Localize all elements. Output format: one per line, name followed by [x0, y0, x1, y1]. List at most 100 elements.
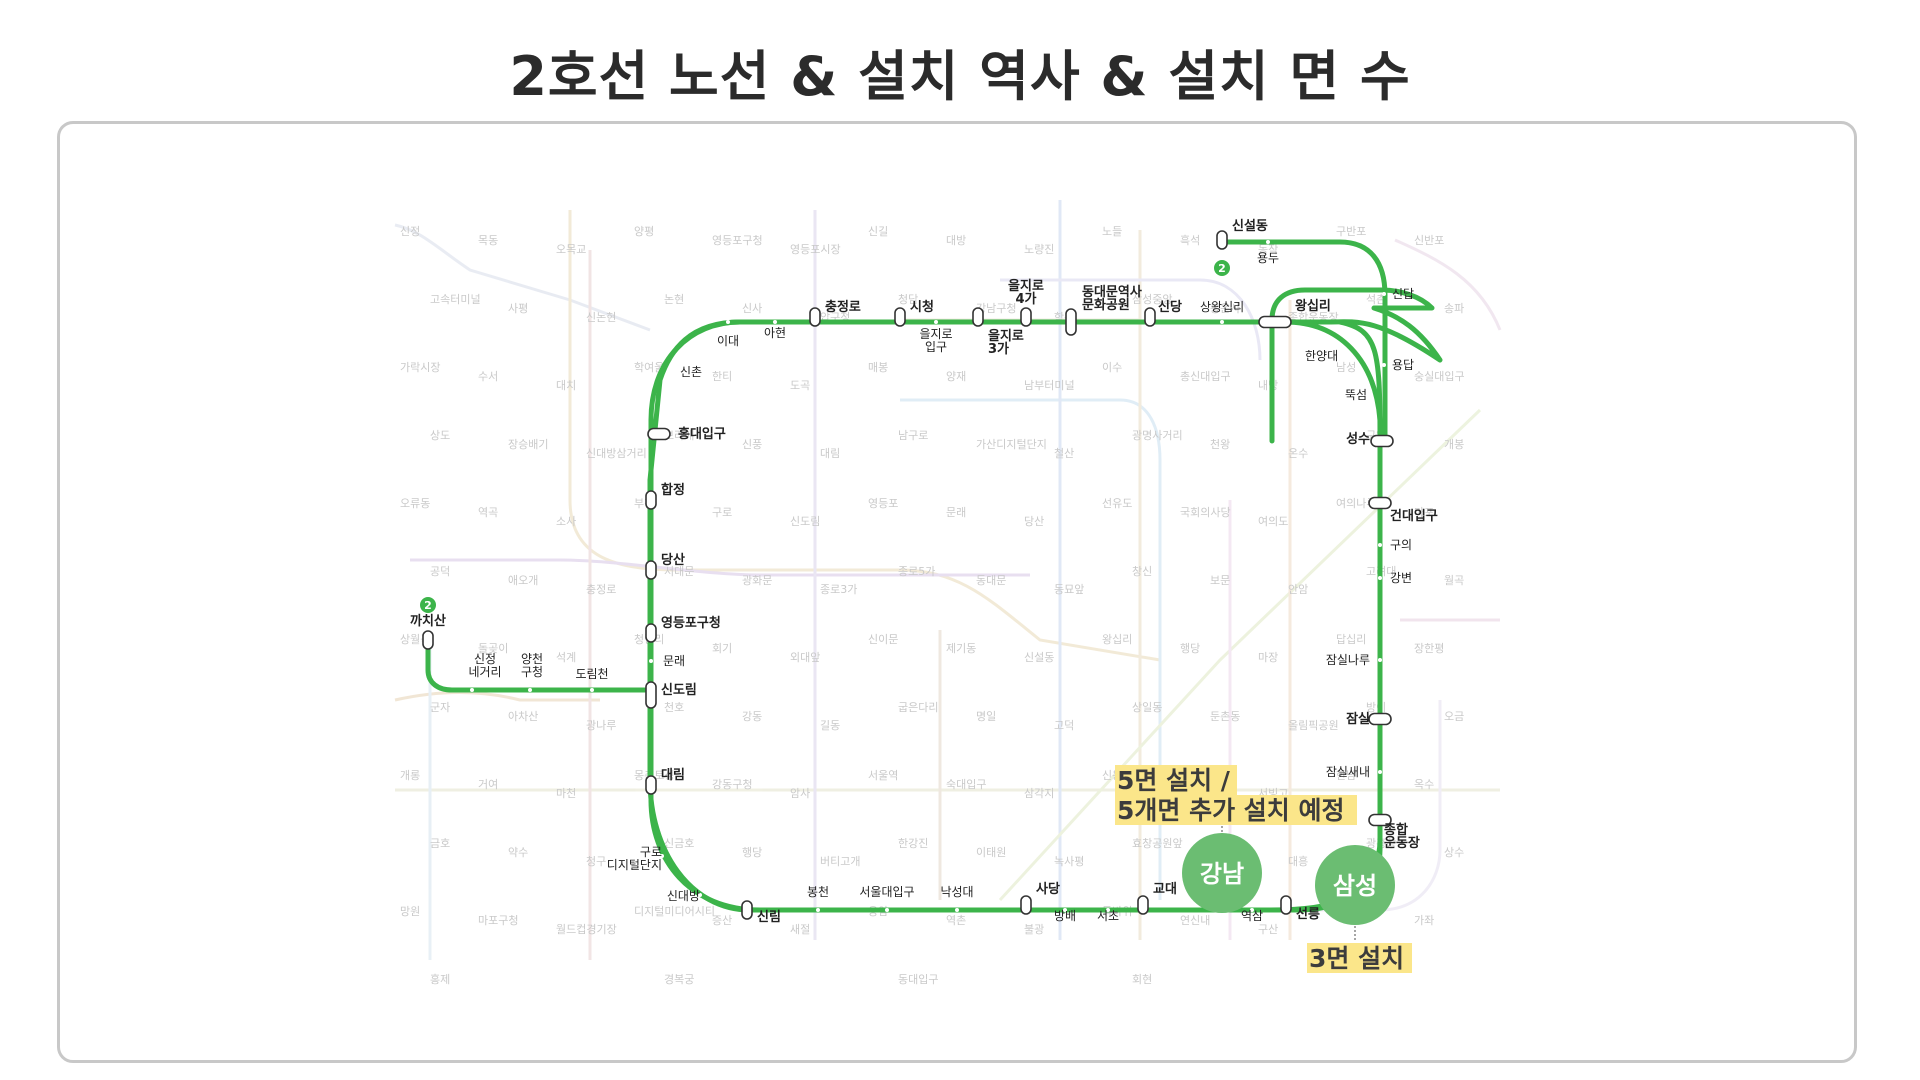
station-dot-dorimcheon[interactable]	[590, 688, 594, 692]
station-label-yongdap: 용답	[1392, 358, 1414, 372]
station-marker-ydp_office[interactable]	[645, 623, 657, 643]
bg-label: 고속터미널	[430, 293, 481, 306]
station-marker-dangsan[interactable]	[645, 560, 657, 580]
station-marker-sillim[interactable]	[741, 900, 753, 920]
station-marker-gyodae[interactable]	[1137, 895, 1149, 915]
bg-label: 오류동	[400, 497, 430, 510]
station-dot-guui[interactable]	[1378, 543, 1382, 547]
station-marker-hongdae[interactable]	[647, 427, 671, 441]
bg-label: 효창공원앞	[1132, 837, 1183, 850]
station-marker-seolleung[interactable]	[1280, 895, 1292, 915]
station-dot-hanyangdae[interactable]	[1303, 352, 1307, 356]
station-dot-gangbyeon[interactable]	[1378, 576, 1382, 580]
bg-label: 당산	[1024, 515, 1044, 528]
bg-label: 서울역	[868, 769, 898, 782]
bg-label: 개봉	[1444, 438, 1464, 451]
station-dot-sindaebang[interactable]	[698, 893, 702, 897]
bg-label: 장승배기	[508, 438, 548, 451]
station-label-line: 구로	[640, 845, 662, 859]
station-marker-sports_complex[interactable]	[1368, 813, 1392, 827]
station-label-guui: 구의	[1390, 538, 1412, 552]
bg-line-3	[410, 558, 1030, 577]
station-label-line: 을지로	[1008, 278, 1044, 294]
bg-label: 행당	[1180, 642, 1200, 655]
bg-label: 답십리	[1336, 633, 1366, 646]
station-dot-ahyeon[interactable]	[773, 320, 777, 324]
station-marker-euljiro3ga[interactable]	[972, 307, 984, 327]
station-marker-euljiro4ga[interactable]	[1020, 307, 1032, 327]
station-dot-seocho[interactable]	[1106, 908, 1110, 912]
station-marker-sindang[interactable]	[1144, 307, 1156, 327]
station-marker-sadang[interactable]	[1020, 895, 1032, 915]
station-dot-yeoksam[interactable]	[1250, 908, 1254, 912]
samseong-highlight[interactable]: 삼성	[1315, 845, 1395, 925]
station-dot-ttukseom[interactable]	[1343, 391, 1347, 395]
station-marker-cityhall[interactable]	[894, 307, 906, 327]
bg-label: 아차산	[508, 710, 538, 723]
bg-label: 몽촌토성	[634, 769, 674, 782]
gangnam-highlight[interactable]: 강남	[1182, 833, 1262, 913]
station-dot-yongdu[interactable]	[1266, 240, 1270, 244]
station-dot-euljiroipgu[interactable]	[934, 320, 938, 324]
bg-label: 남구로	[898, 429, 928, 442]
bg-label: 오금	[1444, 710, 1464, 723]
station-label-line: 선릉	[1296, 906, 1320, 922]
station-label-yongdu: 용두	[1257, 251, 1279, 265]
bg-label: 한티	[712, 370, 732, 383]
station-marker-jamsil[interactable]	[1368, 712, 1392, 726]
station-label-yeoksam: 역삼	[1241, 909, 1263, 923]
station-dot-bongcheon[interactable]	[816, 908, 820, 912]
station-dot-yangcheon_office[interactable]	[528, 688, 532, 692]
station-label-line: 도림천	[575, 666, 608, 681]
bg-label: 내방	[1258, 379, 1278, 392]
bg-label: 보문	[1210, 574, 1230, 587]
station-marker-kkachisan[interactable]	[422, 630, 434, 650]
station-marker-shape-seolleung	[1280, 895, 1292, 915]
station-dot-jamsilnaru[interactable]	[1378, 658, 1382, 662]
bg-label: 마포	[1414, 506, 1434, 519]
bg-label: 영등포	[868, 497, 898, 510]
station-dot-bangbae[interactable]	[1063, 908, 1067, 912]
station-marker-ddp[interactable]	[1065, 308, 1077, 336]
station-dot-mullae[interactable]	[649, 659, 653, 663]
station-dot-sangwangsimni[interactable]	[1220, 320, 1224, 324]
bg-label: 증산	[712, 914, 732, 927]
station-marker-chungjeongno[interactable]	[809, 307, 821, 327]
bg-label: 철산	[1054, 447, 1074, 460]
station-dot-yongdap[interactable]	[1382, 363, 1386, 367]
station-marker-hapjeong[interactable]	[645, 490, 657, 510]
station-marker-sinseoldong[interactable]	[1216, 230, 1228, 250]
station-dot-nakseongdae[interactable]	[955, 908, 959, 912]
station-dot-idae[interactable]	[726, 320, 730, 324]
station-dot-sindap[interactable]	[1382, 292, 1386, 296]
station-label-sinchon: 신촌	[680, 365, 702, 379]
station-marker-daerim[interactable]	[645, 775, 657, 795]
station-dot-jamsil_saenae[interactable]	[1378, 770, 1382, 774]
station-label-bangbae: 방배	[1054, 909, 1076, 923]
station-marker-konkuk[interactable]	[1368, 496, 1392, 510]
station-label-line: 신대방	[667, 889, 700, 903]
bg-label: 가좌	[1414, 914, 1434, 927]
station-label-nakseongdae: 낙성대	[940, 885, 973, 899]
station-marker-wangsimni[interactable]	[1258, 315, 1292, 329]
station-label-line: 잠실	[1346, 711, 1370, 727]
gangnam-callout-line2: 5개면 추가 설치 예정	[1117, 796, 1345, 825]
station-marker-sindorim[interactable]	[645, 681, 657, 709]
station-dot-snu[interactable]	[885, 908, 889, 912]
background-labels: 신정목동오목교양평영등포구청영등포시장신길대방노량진노들흑석동작구반포신반포고속…	[400, 225, 1465, 986]
bg-label: 외대앞	[790, 651, 820, 664]
bg-label: 구산	[1258, 923, 1278, 936]
station-dot-sinjeong_negeori[interactable]	[470, 688, 474, 692]
bg-label: 디지털미디어시티	[634, 905, 715, 918]
bg-label: 상일동	[1132, 700, 1162, 714]
station-dot-sinchon[interactable]	[678, 368, 682, 372]
bg-label: 버티고개	[820, 855, 860, 868]
station-dot-guro_digital[interactable]	[660, 854, 664, 858]
station-marker-seongsu[interactable]	[1370, 434, 1394, 448]
bg-label: 녹사평	[1054, 855, 1084, 868]
bg-label: 신반포	[1414, 234, 1444, 247]
bg-label: 회현	[1132, 973, 1152, 986]
bg-label: 공덕	[430, 565, 450, 578]
